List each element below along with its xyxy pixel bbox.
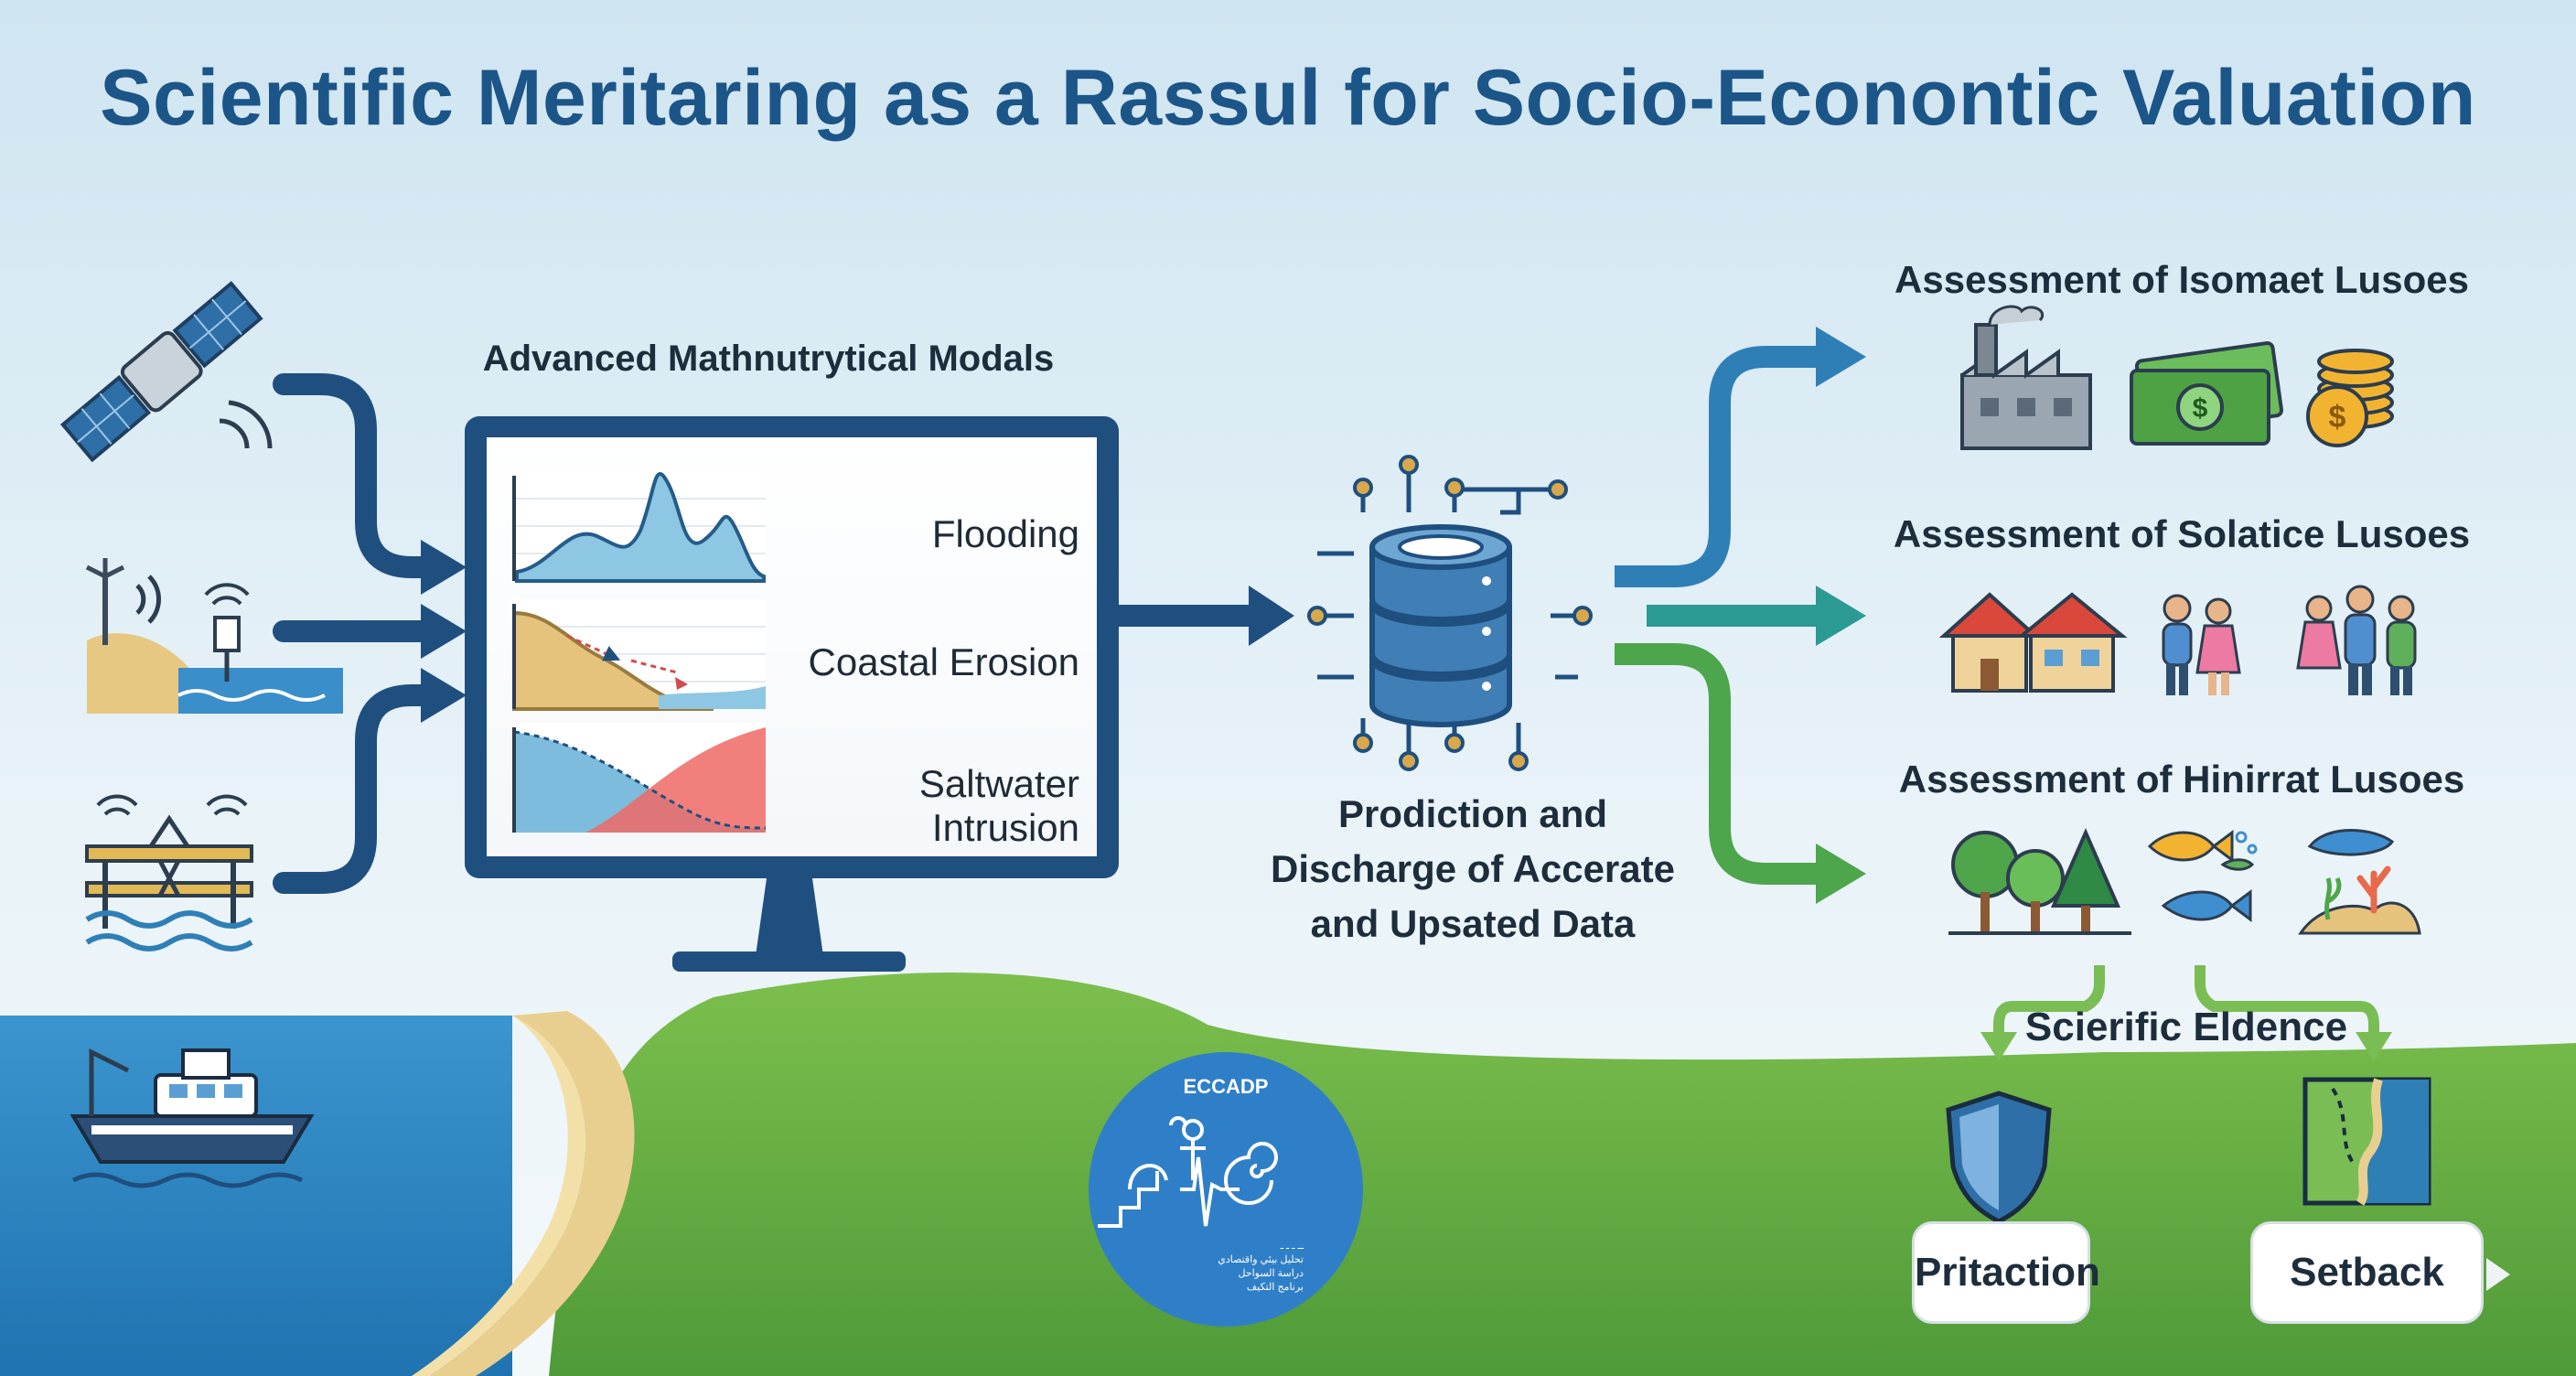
research-boat-icon — [70, 1048, 315, 1188]
satellite-icon — [59, 281, 273, 463]
offshore-platform-icon — [85, 794, 253, 951]
banknotes-icon: $ — [2130, 341, 2284, 446]
coins-icon: $ — [2306, 349, 2394, 447]
models-title: Advanced Mathnutrytical Modals — [482, 339, 1055, 379]
arrow-head — [1816, 844, 1866, 904]
sea — [0, 1016, 512, 1376]
setback-pointer — [2486, 1258, 2510, 1291]
eccadp-logo — [1089, 1052, 1363, 1327]
evidence-arrows — [1993, 965, 2379, 1034]
output-arrows — [1615, 346, 1830, 885]
beach — [430, 1011, 635, 1376]
assessment-title-environmental: Assessment of Hinirrat Lusoes — [1898, 758, 2465, 801]
factory-icon — [1960, 305, 2092, 450]
arrow-head — [1980, 1032, 2017, 1061]
fish-icon — [2147, 830, 2258, 922]
trees-icon — [1948, 828, 2131, 935]
shield-icon — [1946, 1091, 2052, 1224]
coastal-erosion-chart — [512, 599, 766, 711]
assessment-title-social: Assessment of Solatice Lusoes — [1893, 512, 2471, 555]
logo-caption: ــ ـ ـ ـ ﺗﺤﻠﻴﻞ ﺑﻴﺌﻲ ﻭﺍﻗﺘﺼﺎﺩﻱ ﺩﺭﺍﺳﺔ ﺍﻟﺴﻮﺍ… — [1139, 1240, 1304, 1295]
coral-reef-icon — [2298, 829, 2421, 935]
protection-option[interactable]: Pritaction — [1912, 1221, 2100, 1324]
svg-text:$: $ — [2193, 393, 2208, 424]
coastal-map-icon — [2302, 1077, 2431, 1206]
flooding-chart — [512, 471, 766, 583]
setback-option[interactable]: Setback — [2250, 1221, 2484, 1324]
arrow-head — [2356, 1032, 2392, 1061]
database-label: Prodiction and Discharge of Accerate and… — [1253, 787, 1692, 951]
logo-name: ECCADP — [1183, 1075, 1269, 1098]
page-title: Scientific Meritaring as a Rassul for So… — [100, 54, 2476, 142]
family-icon — [2296, 585, 2417, 695]
database-label-line: Prodiction and — [1338, 792, 1607, 835]
svg-text:$: $ — [2329, 400, 2346, 435]
houses-icon — [1938, 592, 2128, 693]
arrow-head — [421, 668, 467, 723]
arrow-head — [1816, 586, 1866, 646]
database-label-line: Discharge of Accerate — [1271, 847, 1675, 890]
model-to-database-arrow — [1119, 586, 1294, 646]
database-label-line: and Upsated Data — [1310, 902, 1636, 945]
database-icon — [1307, 455, 1593, 771]
arrow-head — [1816, 327, 1866, 387]
assessment-title-economic: Assessment of Isomaet Lusoes — [1894, 258, 2469, 301]
scientific-evidence-label: Scierific Eldence — [2024, 1005, 2348, 1049]
logo-caption-line: ﺗﺤﻠﻴﻞ ﺑﻴﺌﻲ ﻭﺍﻗﺘﺼﺎﺩﻱ — [1218, 1254, 1304, 1265]
arrow-head — [421, 540, 467, 595]
model-label-coastal-erosion: Coastal Erosion — [808, 640, 1079, 683]
input-arrows — [273, 373, 441, 894]
model-label-saltwater-intrusion: Saltwater Intrusion — [918, 762, 1079, 849]
arrow-head — [421, 604, 467, 659]
monitor-stand — [672, 951, 906, 972]
logo-caption-line: ــ ـ ـ ـ — [1280, 1241, 1304, 1252]
couple-icon — [2162, 594, 2241, 695]
coastal-sensor-station-icon — [85, 558, 343, 714]
saltwater-intrusion-chart — [512, 723, 767, 833]
logo-caption-line: ﺑﺮﻧﺎﻣﺞ ﺍﻟﺘﻜﻴﻒ — [1246, 1282, 1304, 1293]
model-label-flooding: Flooding — [931, 512, 1079, 555]
logo-caption-line: ﺩﺭﺍﺳﺔ ﺍﻟﺴﻮﺍﺣﻞ — [1238, 1268, 1304, 1279]
